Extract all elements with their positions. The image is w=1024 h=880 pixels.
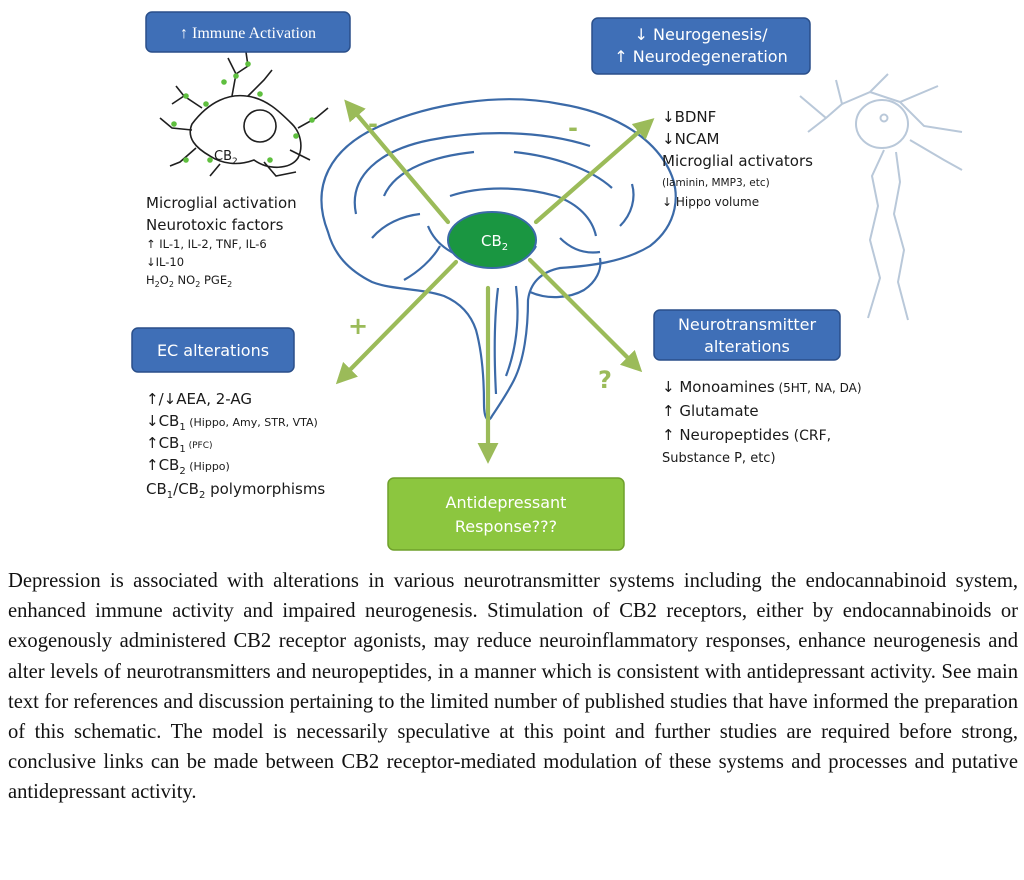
sign-neurogenesis: - (568, 114, 578, 142)
cb2-depression-diagram: CB2 CB2 - - + ? ↑ Immune Activation ↓ Ne… (131, 11, 963, 551)
arrow-to-neurogenesis (533, 118, 655, 225)
neurotransmitter-box: Neurotransmitter alterations (653, 309, 841, 361)
neurogenesis-box: ↓ Neurogenesis/ ↑ Neurodegeneration (591, 17, 811, 75)
ec-details: ↑/↓AEA, 2-AG ↓CB1 (Hippo, Amy, STR, VTA)… (146, 390, 325, 501)
svg-text:↑CB2 (Hippo): ↑CB2 (Hippo) (146, 456, 230, 477)
neuron-cell-icon (799, 73, 963, 321)
svg-text:↑ Neuropeptides (CRF,: ↑ Neuropeptides (CRF, (662, 426, 831, 444)
svg-text:Antidepressant: Antidepressant (446, 493, 567, 512)
svg-text:↑ IL-1, IL-2, TNF, IL-6: ↑ IL-1, IL-2, TNF, IL-6 (146, 237, 267, 251)
sign-ec: + (348, 312, 368, 340)
sign-immune: - (368, 110, 378, 138)
svg-text:↓IL-10: ↓IL-10 (146, 255, 184, 269)
immune-activation-box: ↑ Immune Activation (145, 11, 351, 53)
svg-text:EC alterations: EC alterations (157, 341, 269, 360)
immune-details: Microglial activation Neurotoxic factors… (146, 194, 297, 289)
svg-text:↑ Immune Activation: ↑ Immune Activation (180, 25, 316, 42)
svg-text:↓ Hippo volume: ↓ Hippo volume (662, 195, 759, 209)
svg-text:CB1/CB2 polymorphisms: CB1/CB2 polymorphisms (146, 480, 325, 501)
svg-text:↑/↓AEA, 2-AG: ↑/↓AEA, 2-AG (146, 390, 252, 408)
svg-text:↑ Glutamate: ↑ Glutamate (662, 402, 759, 420)
svg-text:↑ Neurodegeneration: ↑ Neurodegeneration (614, 47, 787, 66)
sign-neurotransmitter: ? (598, 366, 612, 394)
svg-text:Microglial activators: Microglial activators (662, 152, 813, 170)
figure-caption: Depression is associated with alteration… (8, 570, 1018, 804)
svg-text:↑CB1 (PFC): ↑CB1 (PFC) (146, 434, 213, 455)
neurogenesis-details: ↓BDNF ↓NCAM Microglial activators (lamin… (662, 108, 813, 209)
svg-text:alterations: alterations (704, 337, 790, 356)
cb2-node-label: CB2 (481, 232, 508, 253)
svg-text:↓ Monoamines (5HT, NA, DA): ↓ Monoamines (5HT, NA, DA) (662, 378, 862, 396)
arrow-to-neurotransmitter (527, 257, 643, 373)
svg-text:Neurotoxic factors: Neurotoxic factors (146, 216, 284, 234)
arrow-to-immune (344, 99, 451, 225)
svg-text:Response???: Response??? (455, 517, 557, 536)
svg-text:↓NCAM: ↓NCAM (662, 130, 719, 148)
arrows (335, 99, 655, 464)
svg-text:↓BDNF: ↓BDNF (662, 108, 716, 126)
svg-text:↓ Neurogenesis/: ↓ Neurogenesis/ (635, 25, 769, 44)
svg-text:(laminin, MMP3, etc): (laminin, MMP3, etc) (662, 177, 770, 189)
arrow-to-ec (335, 259, 459, 385)
svg-text:H2O2 NO2 PGE2: H2O2 NO2 PGE2 (146, 273, 232, 289)
svg-text:Substance P, etc): Substance P, etc) (662, 451, 776, 466)
svg-text:Neurotransmitter: Neurotransmitter (678, 315, 817, 334)
neurotransmitter-details: ↓ Monoamines (5HT, NA, DA) ↑ Glutamate ↑… (662, 378, 862, 466)
ec-alterations-box: EC alterations (131, 327, 295, 373)
svg-text:Microglial activation: Microglial activation (146, 194, 297, 212)
microglia-cb2-label: CB2 (214, 149, 238, 167)
receptor-dot-icon (171, 61, 315, 163)
cb2-receptor-node (447, 211, 537, 269)
svg-text:↓CB1 (Hippo, Amy, STR, VTA): ↓CB1 (Hippo, Amy, STR, VTA) (146, 412, 318, 433)
antidepressant-box: Antidepressant Response??? (387, 477, 625, 551)
